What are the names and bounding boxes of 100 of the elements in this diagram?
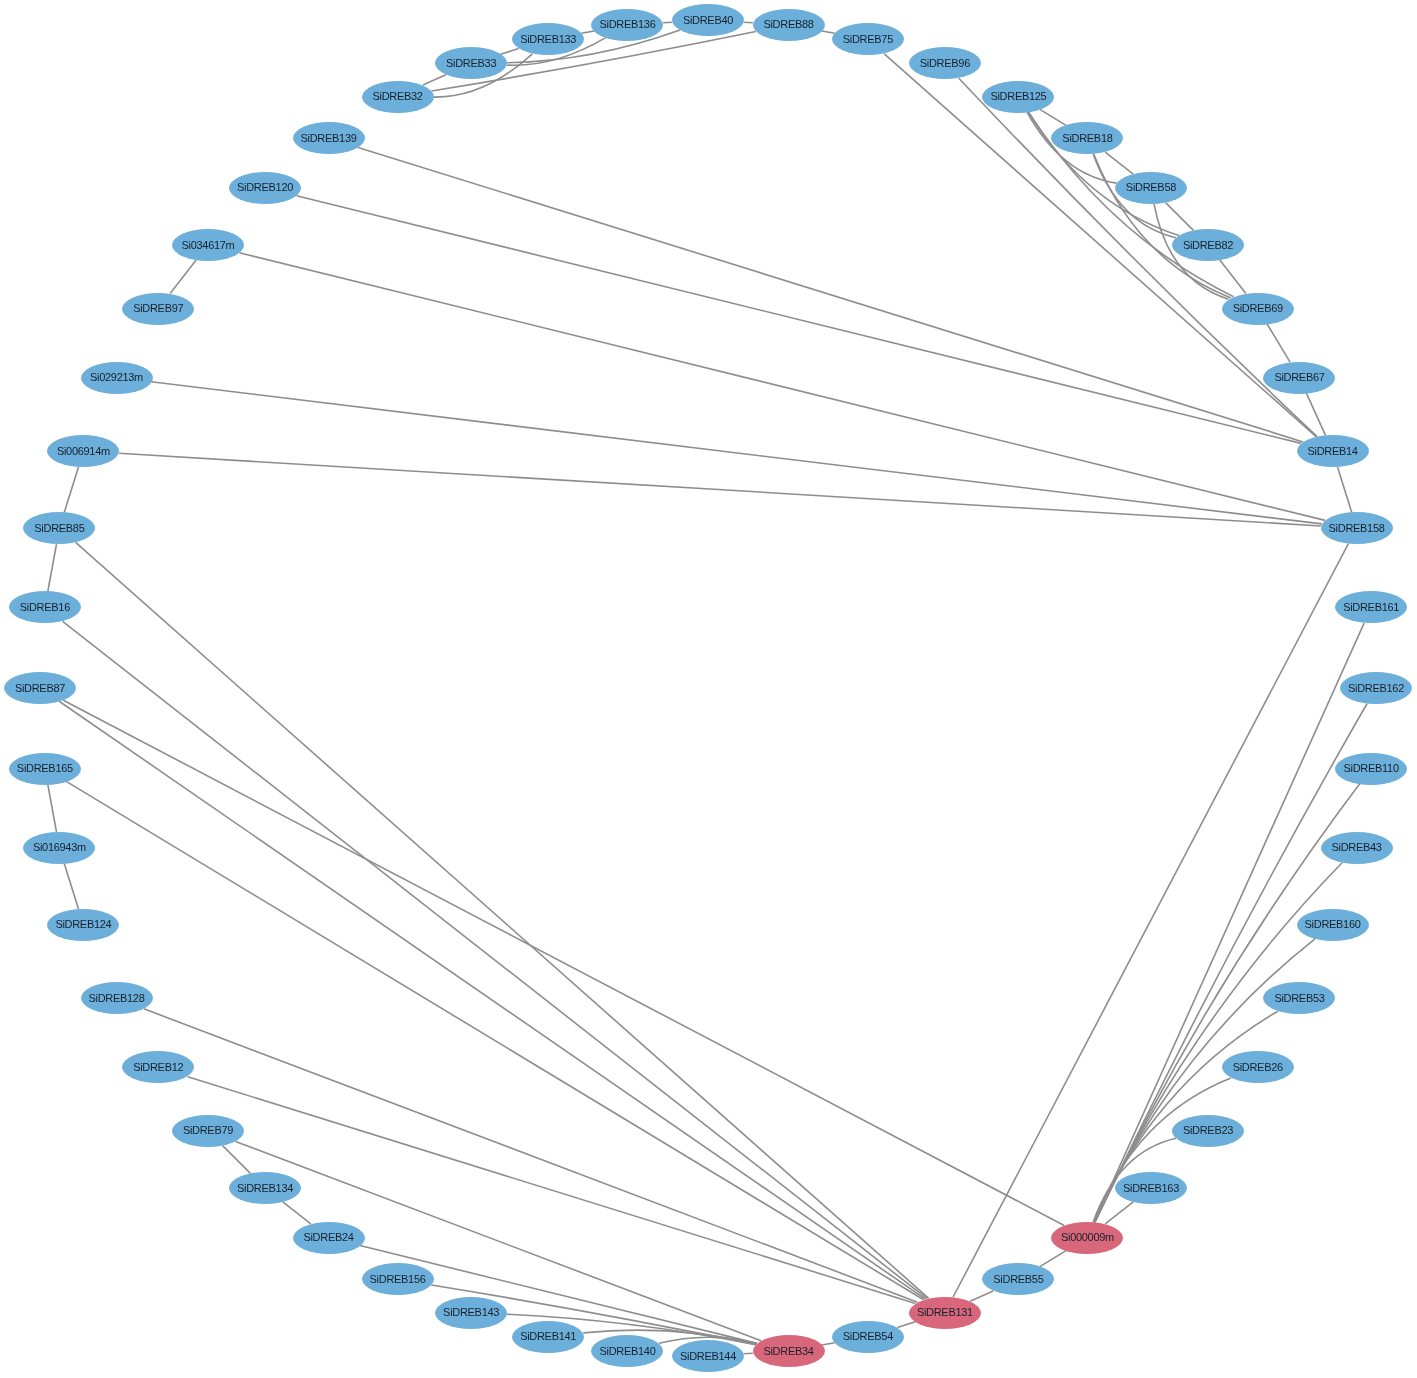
gene-label: SiDREB136: [599, 18, 656, 32]
link-line: [422, 74, 447, 86]
gene-label: SiDREB120: [237, 181, 294, 195]
gene-label: SiDREB143: [443, 1306, 500, 1320]
gene-node: [435, 1296, 508, 1329]
link-line: [143, 1008, 919, 1303]
gene-label: SiDREB12: [133, 1060, 184, 1074]
link-line: [282, 1201, 312, 1225]
gene-node: [591, 8, 664, 41]
gene-node: [1263, 361, 1336, 394]
gene-label: SiDREB162: [1348, 681, 1404, 695]
gene-label: SiDREB128: [88, 991, 145, 1005]
gene-node: [1320, 512, 1393, 545]
gene-node: [591, 1335, 664, 1368]
gene-node: [1221, 292, 1294, 325]
link-line: [506, 29, 681, 64]
link-line: [1092, 153, 1177, 239]
gene-node: [292, 1221, 365, 1254]
gene-node: [1051, 122, 1124, 155]
gene-label: SiDREB161: [1343, 600, 1400, 614]
gene-node: [1114, 172, 1187, 204]
link-line: [506, 36, 607, 67]
gene-node: [1221, 1051, 1294, 1084]
gene-label: SiDREB87: [14, 681, 66, 695]
gene-label: SiDREB140: [599, 1344, 656, 1358]
gene-label: SiDREB141: [520, 1330, 577, 1344]
gene-node: [1320, 831, 1393, 864]
link-line: [1104, 1201, 1134, 1225]
gene-label: SiDREB75: [842, 32, 893, 46]
gene-label: SiDREB33: [446, 56, 497, 70]
gene-label: SiDREB85: [34, 521, 85, 535]
gene-label: Si000009m: [1060, 1231, 1114, 1245]
link-line: [186, 1075, 917, 1305]
gene-node: [982, 1263, 1055, 1296]
link-line: [357, 146, 1304, 443]
gene-node: [908, 47, 981, 80]
gene-node: [1335, 752, 1408, 785]
gene-node: [361, 80, 434, 113]
gene-node: [172, 1114, 244, 1147]
link-line: [1039, 1249, 1067, 1268]
gene-node: [908, 1296, 981, 1329]
link-line: [63, 862, 80, 910]
gene-label: SiDREB67: [1274, 371, 1325, 385]
gene-label: SiDREB165: [16, 762, 73, 775]
gene-label: SiDREB26: [1232, 1060, 1283, 1074]
link-line: [1164, 201, 1195, 232]
gene-label: Si034617m: [181, 238, 235, 252]
link-line: [952, 542, 1350, 1298]
gene-node: [172, 229, 244, 262]
gene-node: [1340, 672, 1412, 704]
link-line: [1153, 203, 1230, 300]
link-line: [118, 452, 1322, 527]
gene-node: [1172, 1114, 1244, 1147]
gene-node: [1263, 982, 1336, 1015]
gene-label: SiDREB69: [1232, 302, 1283, 316]
gene-label: SiDREB158: [1328, 521, 1385, 535]
link-line: [1092, 153, 1232, 299]
gene-label: SiDREB96: [919, 56, 970, 70]
link-line: [1219, 259, 1247, 295]
gene-label: SiDREB23: [1182, 1124, 1234, 1138]
link-line: [47, 783, 58, 833]
gene-node: [1114, 1172, 1187, 1204]
link-line: [658, 1336, 758, 1345]
gene-label: SiDREB43: [1331, 841, 1382, 855]
gene-label: SiDREB163: [1122, 1181, 1179, 1195]
link-line: [1305, 392, 1327, 437]
link-line: [1104, 151, 1134, 175]
gene-label: SiDREB34: [763, 1344, 814, 1358]
gene-label: SiDREB82: [1182, 238, 1234, 252]
link-line: [221, 1144, 252, 1175]
gene-label: SiDREB53: [1274, 991, 1325, 1005]
gene-label: SiDREB133: [520, 32, 577, 46]
link-line: [238, 252, 1326, 522]
gene-node: [982, 80, 1055, 113]
link-line: [896, 1321, 917, 1329]
gene-label: SiDREB54: [842, 1330, 893, 1344]
link-line: [47, 543, 58, 593]
gene-label: SiDREB139: [300, 131, 357, 145]
gene-label: SiDREB144: [680, 1349, 736, 1363]
gene-node: [229, 172, 302, 204]
link-line: [1027, 111, 1235, 298]
gene-label: SiDREB16: [19, 600, 70, 614]
gene-label: SiDREB18: [1062, 131, 1113, 145]
gene-label: SiDREB24: [303, 1231, 354, 1245]
link-line: [1027, 111, 1180, 237]
gene-label: SiDREB160: [1304, 918, 1361, 932]
gene-label: SiDREB97: [133, 302, 184, 316]
gene-label: SiDREB156: [369, 1273, 426, 1286]
gene-node: [435, 47, 508, 80]
link-line: [969, 1290, 994, 1302]
link-line: [958, 77, 1318, 438]
link-line: [63, 466, 80, 514]
gene-label: SiDREB14: [1307, 444, 1358, 458]
link-line: [169, 259, 197, 295]
link-line: [506, 1313, 757, 1346]
gene-node: [672, 1340, 744, 1372]
gene-label: SiDREB124: [55, 918, 112, 932]
link-line: [430, 30, 757, 92]
gene-label: SiDREB134: [237, 1181, 294, 1195]
link-line: [1266, 323, 1291, 363]
